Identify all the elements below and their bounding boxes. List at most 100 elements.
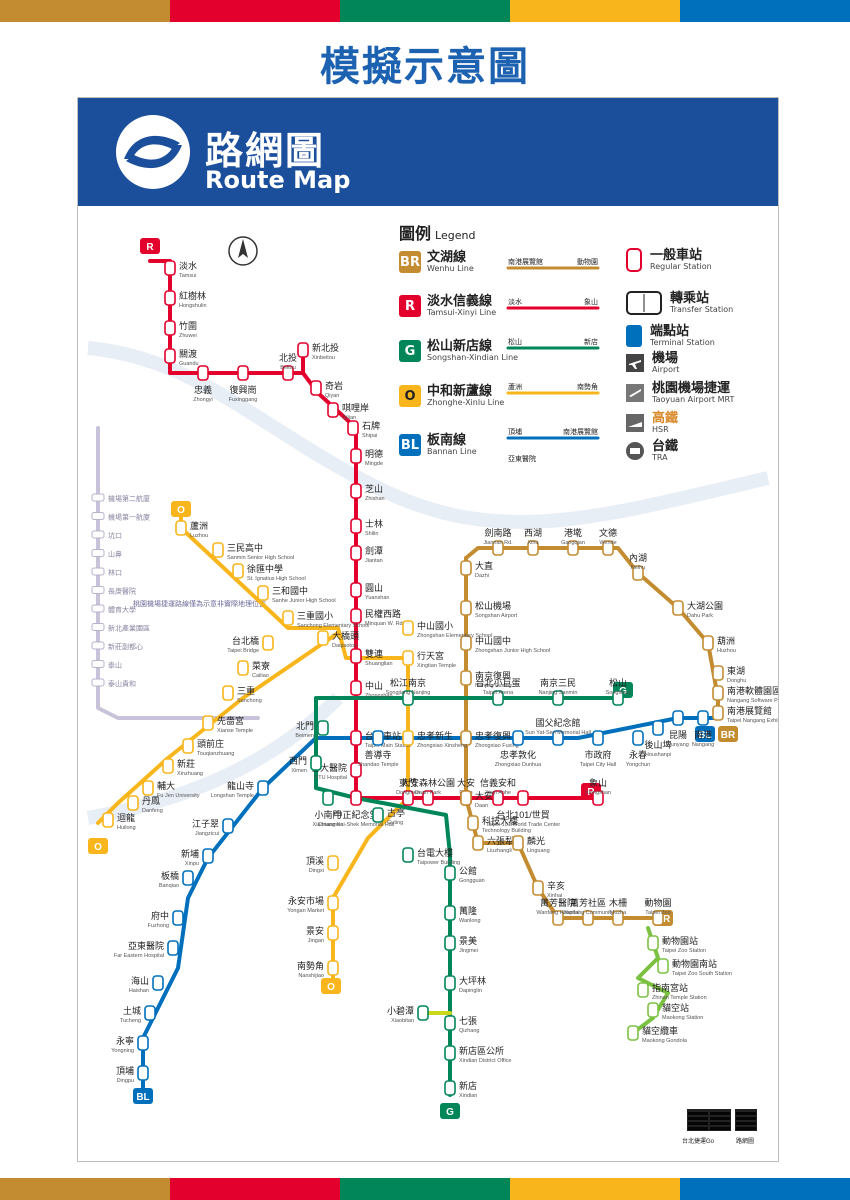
station-marker [328,856,338,870]
station-label-zh: 芝山 [365,483,383,494]
qr-code-icon [735,1109,757,1131]
station-label-zh: 動物園站 [662,935,698,946]
station-marker [638,983,648,997]
station-marker [183,871,193,885]
station-label-en: Luzhou [190,533,208,539]
station-marker [348,421,358,435]
terminal-badge-r-label: R [146,242,154,253]
station-marker [311,381,321,395]
station-marker [351,609,361,623]
station-label-en: Taipei Zoo [645,910,670,916]
station-label-en: Huzhou [717,648,736,654]
airport-mrt-station-marker [92,494,104,501]
bottom-color-stripe [0,1178,850,1200]
station-label-zh: 象山 [589,777,607,788]
station-label-en: Gangqian [561,540,585,546]
station-label-en: Zhongxiao Xinsheng [417,743,467,749]
station-marker [145,1006,155,1020]
station-label-zh: 永安市場 [288,895,324,906]
station-label-zh: 三民高中 [227,542,263,553]
station-label-en: Haishan [129,988,149,994]
station-label-zh: 新北投 [312,342,339,353]
station-label-en: Xiaobitan [391,1018,414,1024]
station-label-en: Dazhi [475,573,489,579]
station-marker [165,261,175,275]
airport-mrt-station-label: 體育大學 [108,605,136,614]
station-label-en: Xianse Temple [217,728,253,734]
station-label-en: Xihu [527,540,538,546]
station-label-en: Ximen [291,768,307,774]
stripe-segment [510,1178,680,1200]
station-label-zh: 忠孝敦化 [500,749,536,760]
station-label-en: Dingpu [117,1078,134,1084]
station-marker [328,403,338,417]
station-label-zh: 文德 [599,527,617,538]
station-label-en: Xindian District Office [459,1058,511,1064]
station-label-zh: 大湖公園 [687,600,723,611]
station-label-en: Taipei Zoo Station [662,948,706,954]
station-marker [468,816,478,830]
station-label-en: Sanchong [237,698,262,704]
qr-code-icon [709,1109,731,1131]
station-marker [518,791,528,805]
station-label-zh: 大安 [457,777,475,788]
station-label-zh: 七張 [459,1016,477,1026]
station-marker [461,791,471,805]
station-marker [328,896,338,910]
airport-mrt-station-marker [92,587,104,594]
top-color-stripe [0,0,850,22]
station-marker [298,343,308,357]
station-label-en: Sanhe Junior High School [272,598,336,604]
station-label-zh: 松山機場 [475,600,511,611]
station-label-en: Taipei Bridge [227,648,259,654]
station-label-zh: 劍潭 [365,545,383,556]
airport-mrt-station-marker [92,513,104,520]
station-marker [165,321,175,335]
station-label-en: Houshanpi [645,752,671,758]
station-label-zh: 府中 [151,910,169,921]
station-label-zh: 土城 [123,1005,141,1016]
station-marker [351,681,361,695]
station-label-zh: 新莊 [177,758,195,769]
station-marker [351,546,361,560]
airport-mrt-station-marker [92,605,104,612]
stripe-segment [680,0,850,22]
station-label-en: Nangang [692,742,714,748]
station-marker [648,936,658,950]
station-label-zh: 關渡 [179,348,197,359]
station-label-zh: 善導寺 [364,749,391,760]
station-label-zh: 台電大樓 [417,847,453,858]
station-label-en: Jingan [308,938,324,944]
station-label-en: Qizhang [459,1028,480,1034]
station-marker [213,543,223,557]
station-label-en: Taipei Arena [483,690,514,696]
station-label-en: Linguang [527,848,550,854]
station-marker [128,796,138,810]
airport-mrt-station-label: 長庚醫院 [108,587,136,596]
station-label-zh: 葫洲 [717,635,735,646]
station-marker [445,936,455,950]
station-marker [445,866,455,880]
station-label-zh: 大橋頭 [332,630,359,641]
station-label-en: Zhinan Temple Station [652,995,707,1001]
station-label-en: Mingde [365,461,383,467]
station-label-zh: 西湖 [524,528,542,538]
station-label-en: Minquan W. Rd. [365,621,405,627]
station-label-zh: 輔大 [157,780,175,791]
station-marker [223,819,233,833]
station-label-en: Jingmei [459,948,478,954]
terminal-badge-br-nangang-label: BR [721,730,736,741]
station-marker [165,291,175,305]
station-label-en: Touqianzhuang [197,751,234,757]
station-label-en: Tamsui [179,273,196,279]
station-label-en: Zhuwei [179,333,197,339]
airport-mrt-station-label: 新莊副都心 [108,642,143,651]
station-marker [173,911,183,925]
station-label-zh: 頂埔 [116,1065,134,1076]
station-marker [713,706,723,720]
station-marker [373,808,383,822]
page-title: 模擬示意圖 [0,34,850,92]
legend-sample-label: 南港展覽館 [563,427,598,436]
station-label-zh: 淡水 [179,260,197,271]
station-label-zh: 市政府 [584,749,611,760]
